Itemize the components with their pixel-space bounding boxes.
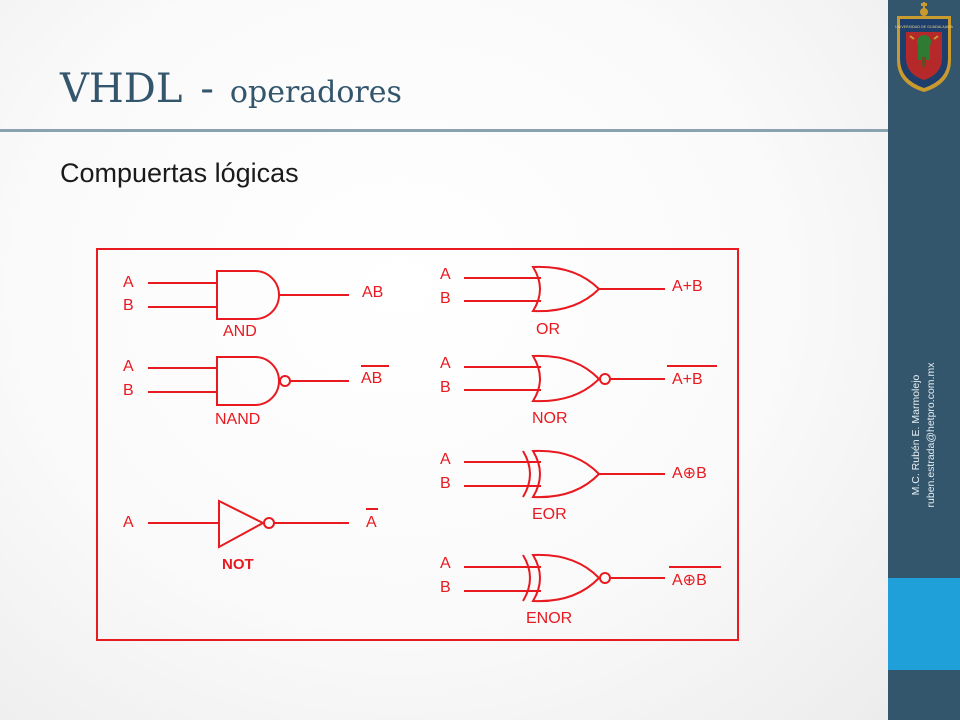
logic-gates-diagram: A B AB AND A B AB NAND A A NOT A B A+B (96, 248, 739, 641)
or-output: A+B (672, 278, 703, 295)
slide-subtitle: Compuertas lógicas (60, 158, 299, 188)
not-bubble (263, 517, 275, 529)
sidebar-accent (888, 578, 960, 670)
title-separator: - (200, 66, 214, 112)
author-name: M.C. Rubén E. Marmolejo (910, 374, 922, 496)
slide-background (0, 0, 888, 720)
enor-label: ENOR (526, 610, 572, 627)
title-sub: operadores (229, 75, 402, 110)
nand-bubble (279, 375, 291, 387)
nor-label: NOR (532, 410, 568, 427)
or-label: OR (536, 321, 560, 338)
nor-input-b: B (440, 379, 451, 396)
enor-bubble (599, 572, 611, 584)
and-label: AND (223, 323, 257, 340)
nor-input-a: A (440, 355, 451, 372)
and-gate: A B AB AND (123, 270, 383, 340)
title-underline (0, 129, 888, 132)
not-output: A (366, 514, 377, 531)
nand-gate: A B AB NAND (123, 356, 389, 428)
enor-gate: A B A⊕B ENOR (440, 553, 721, 627)
or-input-a: A (440, 266, 451, 283)
enor-input-a: A (440, 555, 451, 572)
university-logo: UNIVERSIDAD DE GUADALAJARA (895, 2, 954, 92)
not-input-a: A (123, 514, 134, 531)
title-main: VHDL (60, 66, 183, 112)
author-block: M.C. Rubén E. Marmolejo ruben.estrada@he… (890, 315, 958, 555)
eor-gate: A B A⊕B EOR (440, 449, 707, 523)
nor-gate: A B A+B NOR (440, 354, 717, 427)
or-input-b: B (440, 290, 451, 307)
and-input-b: B (123, 297, 134, 314)
and-output: AB (362, 284, 383, 301)
eor-input-a: A (440, 451, 451, 468)
nand-output: AB (361, 370, 382, 387)
author-email: ruben.estrada@hetpro.com.mx (925, 362, 937, 508)
nand-input-a: A (123, 358, 134, 375)
eor-input-b: B (440, 475, 451, 492)
nand-label: NAND (215, 411, 260, 428)
enor-input-b: B (440, 579, 451, 596)
and-input-a: A (123, 274, 134, 291)
not-gate: A A NOT (123, 499, 378, 573)
logo-text: UNIVERSIDAD DE GUADALAJARA (895, 25, 954, 29)
eor-label: EOR (532, 506, 567, 523)
page-title: VHDL-operadores (60, 66, 402, 112)
nor-bubble (599, 373, 611, 385)
nor-output: A+B (672, 371, 703, 388)
enor-output: A⊕B (672, 572, 707, 589)
diagram-border (96, 248, 739, 641)
nand-input-b: B (123, 382, 134, 399)
or-gate: A B A+B OR (440, 265, 703, 338)
not-label: NOT (222, 556, 254, 573)
eor-output: A⊕B (672, 465, 707, 482)
